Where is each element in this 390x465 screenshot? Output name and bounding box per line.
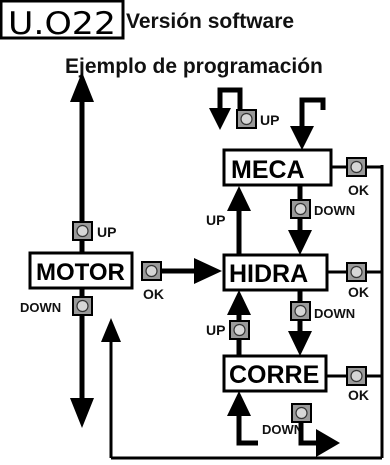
hidra-ok-button[interactable] xyxy=(346,262,367,282)
meca-top-loop xyxy=(290,97,326,150)
meca-ok-button[interactable] xyxy=(346,157,367,177)
meca-up-loop xyxy=(209,87,243,130)
hidra-down-label: DOWN xyxy=(314,306,355,321)
motor-label: MOTOR xyxy=(36,259,125,286)
version-label: Versión software xyxy=(126,10,294,33)
hidra-down-button[interactable] xyxy=(290,301,311,321)
version-number: U.O22 xyxy=(8,6,116,42)
ok-return-bus xyxy=(101,165,384,460)
corre-down-button[interactable] xyxy=(291,403,312,423)
corre-up-label: UP xyxy=(206,322,225,338)
subtitle: Ejemplo de programación xyxy=(65,55,323,78)
meca-down-label: DOWN xyxy=(314,203,355,218)
corre-box: CORRE xyxy=(222,354,328,393)
corre-down-label: DOWN xyxy=(262,422,303,437)
corre-label: CORRE xyxy=(229,361,319,389)
meca-up-button[interactable] xyxy=(236,109,257,129)
meca-to-hidra-arrow xyxy=(288,186,312,255)
motor-ok-label: OK xyxy=(143,286,164,302)
corre-bottom-left-loop xyxy=(227,391,258,446)
motor-vertical-arrow xyxy=(70,72,94,428)
hidra-up-button[interactable] xyxy=(229,320,250,340)
hidra-label: HIDRA xyxy=(229,260,308,288)
motor-down-label: DOWN xyxy=(20,300,61,315)
motor-up-label: UP xyxy=(97,224,116,240)
meca-box: MECA xyxy=(222,148,333,187)
meca-down-button[interactable] xyxy=(290,199,311,219)
motor-down-button[interactable] xyxy=(72,296,93,316)
corre-bottom-right-loop xyxy=(298,422,340,457)
motor-up-button[interactable] xyxy=(72,221,93,241)
meca-up-label: UP xyxy=(260,112,279,128)
hidra-to-corre-arrow xyxy=(288,290,312,356)
version-badge: U.O22 xyxy=(0,0,125,42)
hidra-ok-label: OK xyxy=(348,284,369,300)
hidra-to-meca-arrow xyxy=(227,186,251,255)
hidra-up-label: UP xyxy=(206,212,225,228)
meca-label: MECA xyxy=(231,156,305,184)
meca-ok-label: OK xyxy=(348,182,369,198)
motor-ok-button[interactable] xyxy=(141,261,162,281)
corre-ok-label: OK xyxy=(348,387,369,403)
motor-box: MOTOR xyxy=(28,251,134,290)
hidra-box: HIDRA xyxy=(222,253,329,292)
corre-ok-button[interactable] xyxy=(346,366,367,386)
motor-to-hidra-arrow xyxy=(161,258,222,284)
